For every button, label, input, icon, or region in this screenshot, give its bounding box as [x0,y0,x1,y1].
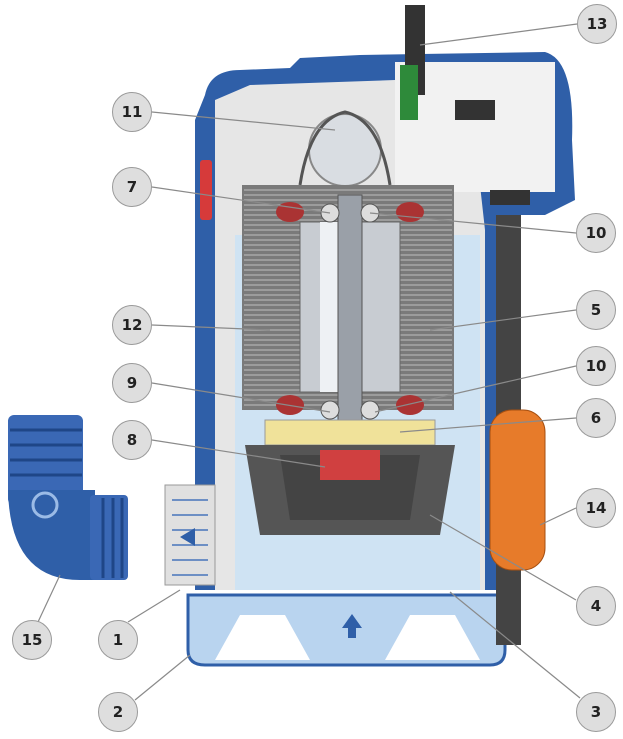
callout-motor-casing: 5 [576,290,616,330]
callout-capacitor: 11 [112,92,152,132]
callout-mechanical-seal: 8 [112,420,152,460]
callout-oil-chamber: 6 [576,398,616,438]
callout-float-switch: 14 [576,488,616,528]
callout-bearing-lower: 10 [576,346,616,386]
callout-pump-body: 3 [576,692,616,732]
callout-bearing-upper: 10 [576,213,616,253]
callout-upper-bearing: 7 [112,167,152,207]
callout-stator: 12 [112,305,152,345]
callout-elbow-fitting: 15 [12,620,52,660]
leader-lines [37,23,581,701]
float-switch [489,409,546,571]
elbow-fitting [8,415,128,580]
callout-lower-bearing: 9 [112,363,152,403]
callout-power-cable-gland: 13 [577,4,617,44]
callout-outlet: 1 [98,620,138,660]
callout-impeller: 4 [576,586,616,626]
callout-base: 2 [98,692,138,732]
